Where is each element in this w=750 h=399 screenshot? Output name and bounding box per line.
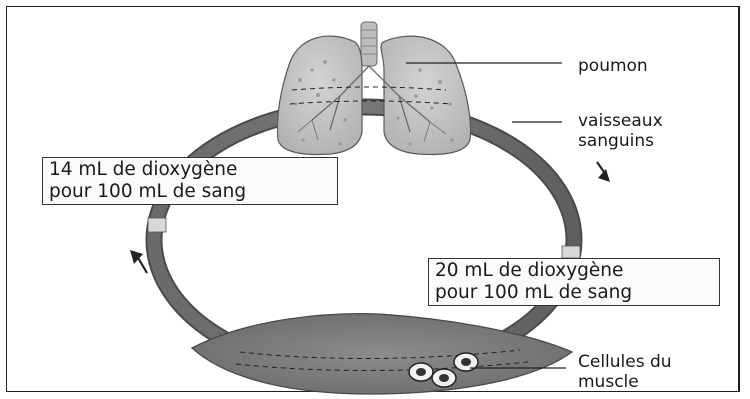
muscle-cells-label: Cellules du muscle [578, 352, 672, 392]
oxygen-box-left: 14 mL de dioxygène pour 100 mL de sang [42, 157, 338, 205]
oxygen-box-right-line2: pour 100 mL de sang [435, 282, 713, 304]
oxygen-box-left-line2: pour 100 mL de sang [49, 181, 331, 203]
vessels-label-line1: vaisseaux [578, 111, 663, 131]
vessels-label: vaisseaux sanguins [578, 111, 663, 151]
oxygen-box-right: 20 mL de dioxygène pour 100 mL de sang [428, 258, 720, 306]
muscle-cells-label-line2: muscle [578, 372, 672, 392]
oxygen-box-right-line1: 20 mL de dioxygène [435, 260, 713, 282]
flow-arrow-right [597, 162, 610, 182]
lungs-illustration [278, 22, 471, 154]
vessels-label-line2: sanguins [578, 131, 663, 151]
muscle-cells-label-line1: Cellules du [578, 352, 672, 372]
lung-label: poumon [578, 56, 648, 76]
flow-arrow-left [130, 250, 147, 273]
oxygen-box-left-line1: 14 mL de dioxygène [49, 159, 331, 181]
